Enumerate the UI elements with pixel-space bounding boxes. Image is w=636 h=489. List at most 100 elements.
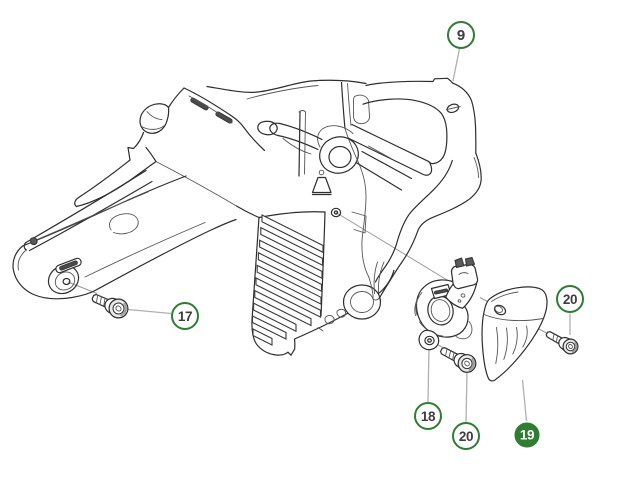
rear-handle-path [373,261,378,294]
main-body-path [351,211,367,234]
main-body-path [368,277,374,299]
vent-louver-slat [251,315,287,340]
main-body-path [113,227,137,235]
clamp-ellipse [430,299,451,322]
main-body-ellipse [318,169,325,176]
callout-17[interactable]: 17 [171,302,199,330]
part-drawing-screw-20-bottom-socket [461,357,473,370]
rear-handle-path [362,98,448,165]
part-drawing-screw-17-thread [103,297,106,307]
main-body-ellipse [54,271,76,291]
main-body-path [127,146,135,161]
part-drawing-screw-17-shading [120,302,127,317]
cover-plate-ellipse [494,305,503,313]
vent-louver-slat [259,239,323,280]
main-body-path [257,120,278,136]
rear-handle-ellipse [446,103,460,114]
main-body-path [282,138,312,155]
callout-leader-lines [127,48,571,423]
part-drawing-screw-20-bottom[interactable] [440,347,477,373]
main-body-path [304,111,306,175]
rear-handle-path [355,161,403,191]
cover-plate-path [481,286,548,382]
vent-louver-slat [261,214,324,254]
part-drawing-main-body [12,79,395,356]
part-drawing-clamp[interactable] [414,256,479,351]
rear-handle-path [432,77,454,84]
main-body-path [353,94,370,125]
leader-19 [521,379,528,422]
main-body-path [206,79,367,93]
part-drawing-cover-plate[interactable] [481,286,548,382]
main-body-path [311,176,332,194]
rear-handle-path [365,80,434,87]
callout-20-bottom[interactable]: 20 [452,422,480,450]
main-body-path [17,249,27,271]
part-drawing-screw-20-bottom-thread [452,352,455,361]
callout-18-label: 18 [420,408,436,424]
clamp-path [458,272,469,275]
vent-louver-slat [254,289,312,327]
vent-louver-slat [257,251,323,293]
cover-plate-path [491,291,519,302]
callout-19[interactable]: 19 [514,422,540,448]
clamp-path [455,321,473,340]
main-body-path [235,205,260,219]
part-drawing-screw-20-right-thread [552,333,555,341]
part-drawing-screw-17-thread [95,294,99,304]
clamp-ellipse [427,338,432,343]
part-drawing-screw-20-bottom-socket-detail [464,360,470,367]
clamp-path [418,329,440,351]
part-drawing-screw-20-right[interactable] [545,331,579,355]
part-drawing-screw-20-bottom-thread [448,350,452,359]
rear-handle-path [372,297,380,301]
main-body-ellipse [333,210,339,215]
main-body-path [139,103,170,134]
main-body-ellipse [62,277,71,286]
part-drawing-screw-20-right-thread [555,335,559,343]
leader-9 [452,48,461,82]
main-body-path [30,237,38,246]
clamp-ellipse [457,299,462,303]
callout-18[interactable]: 18 [414,402,442,430]
main-body-path [188,95,233,124]
callout-20-right[interactable]: 20 [556,285,584,313]
clamp-ellipse [424,335,435,346]
main-body-ellipse [350,291,374,313]
vent-louver-slat [252,328,273,346]
clamp-path [464,256,476,267]
main-body-path [269,122,281,137]
main-body-path [109,213,139,231]
main-body-path [145,146,157,163]
cover-plate-path [495,327,499,364]
callout-20-right-label: 20 [562,291,578,307]
clamp-slot [433,288,449,295]
clamp-path [454,257,465,269]
part-drawing-rear-handle[interactable] [347,77,482,301]
rear-handle-path [361,150,413,180]
main-body-path [246,85,319,100]
callout-19-label: 19 [519,427,535,443]
main-body-path [340,81,346,130]
vent-louver-slat [260,226,324,267]
main-body-path [25,169,147,244]
part-drawing-screw-20-right-socket-detail [568,344,573,349]
main-body-path [75,160,157,208]
main-body-path [324,314,335,325]
main-body-path [74,159,131,208]
main-body-slot [59,260,78,271]
rear-handle-path [374,159,453,283]
rear-handle-path [347,137,433,176]
callout-9[interactable]: 9 [447,21,475,49]
leader-20-bottom [465,371,468,423]
part-drawing-screw-17[interactable] [91,293,129,319]
main-body-ellipse [330,207,342,218]
cover-plate-path [522,325,528,348]
vent-louver-slat [256,264,322,305]
rear-handle-path [377,261,385,293]
callout-17-label: 17 [177,308,193,324]
part-drawing-screw-20-right-socket [565,341,576,352]
rear-handle-path [368,145,392,159]
